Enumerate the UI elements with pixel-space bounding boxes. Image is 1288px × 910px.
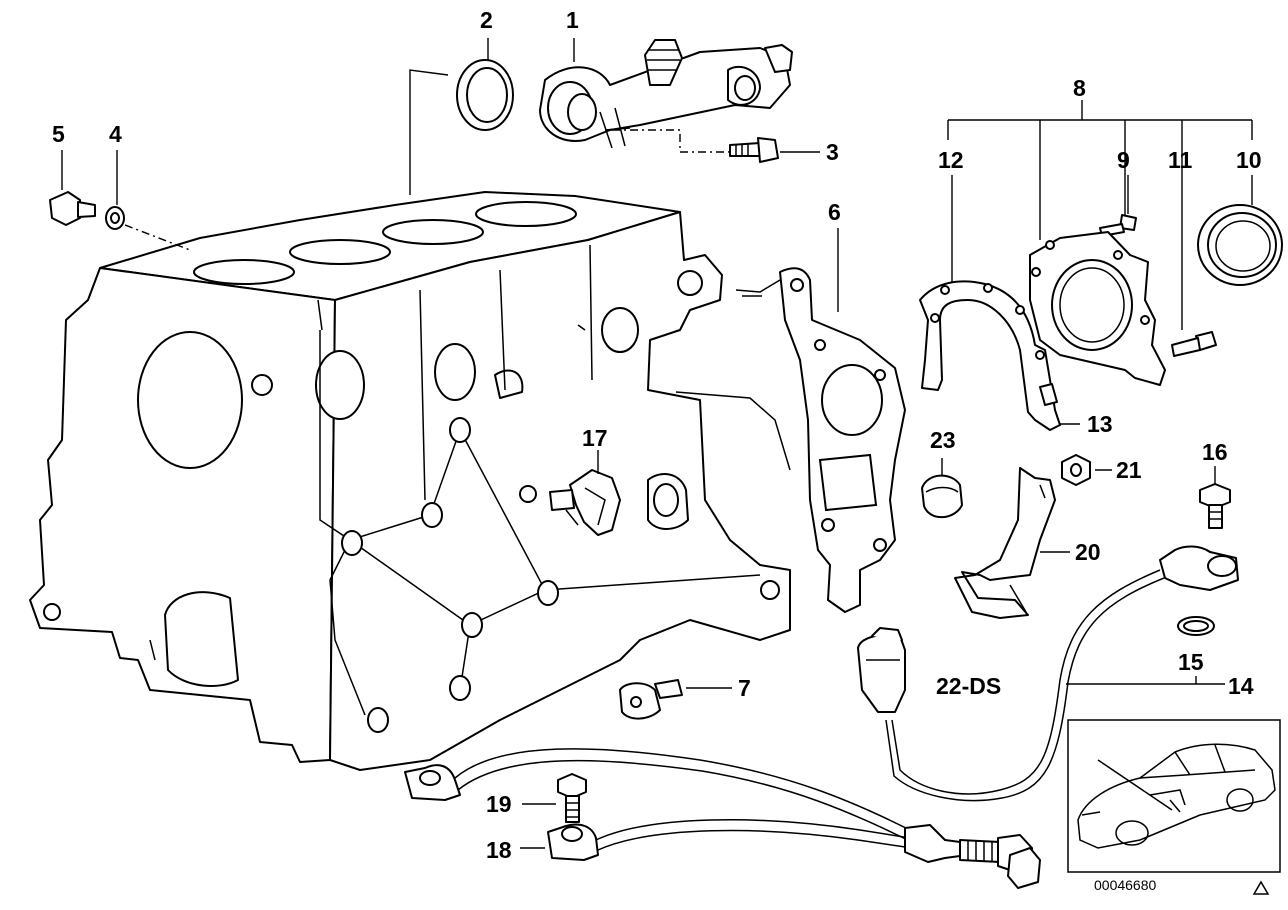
triangle-mark-icon [1252, 880, 1270, 895]
callout-8: 8 [1073, 75, 1086, 101]
callout-13: 13 [1087, 411, 1113, 437]
bolt-11 [1171, 331, 1217, 357]
callout-22-ds: 22-DS [936, 673, 1001, 699]
callout-23: 23 [930, 427, 956, 453]
mounting-bracket [954, 467, 1056, 619]
bracket-8 [947, 119, 1253, 330]
callout-11: 11 [1168, 147, 1193, 173]
dowel-pin [1039, 383, 1058, 406]
hex-nut [1061, 454, 1091, 486]
callout-5: 5 [52, 121, 65, 147]
leader-14 [1066, 676, 1225, 685]
callout-15: 15 [1178, 649, 1204, 675]
knock-sensor-harness [404, 748, 1041, 889]
leader-4-axis [124, 224, 191, 251]
drain-plug [49, 191, 96, 226]
bolt-3 [729, 137, 779, 163]
callout-4: 4 [109, 121, 122, 147]
callout-7: 7 [738, 675, 751, 701]
bolt-19 [557, 773, 587, 823]
callout-9: 9 [1117, 147, 1130, 173]
callout-18: 18 [486, 837, 512, 863]
callout-19: 19 [486, 791, 512, 817]
coolant-pipe [539, 39, 793, 149]
callout-20: 20 [1075, 539, 1101, 565]
timing-gasket [735, 267, 906, 613]
callout-16: 16 [1202, 439, 1228, 465]
callout-10: 10 [1236, 147, 1262, 173]
callout-21: 21 [1116, 457, 1142, 483]
sensor-plug-7 [619, 679, 683, 720]
callout-1: 1 [566, 7, 579, 33]
drain-washer [105, 206, 125, 230]
pulse-sensor [857, 545, 1239, 802]
bolt-16 [1199, 483, 1231, 529]
seal-gasket-12 [919, 280, 1061, 431]
callout-2: 2 [480, 7, 493, 33]
leader-3-axis [612, 129, 730, 153]
callout-3: 3 [826, 139, 839, 165]
o-ring-inner [1183, 620, 1209, 632]
hose-clip [549, 469, 621, 536]
seal-housing [1029, 231, 1166, 386]
callout-17: 17 [582, 425, 608, 451]
reference-number: 00046680 [1094, 877, 1157, 893]
seal-ring [456, 59, 514, 131]
callout-14: 14 [1228, 673, 1254, 699]
vehicle-thumbnail [1067, 719, 1281, 873]
crankshaft-seal [1197, 204, 1283, 286]
leader-2-block [409, 69, 449, 195]
callout-6: 6 [828, 199, 841, 225]
callout-12: 12 [938, 147, 964, 173]
sealing-cap [921, 474, 963, 519]
